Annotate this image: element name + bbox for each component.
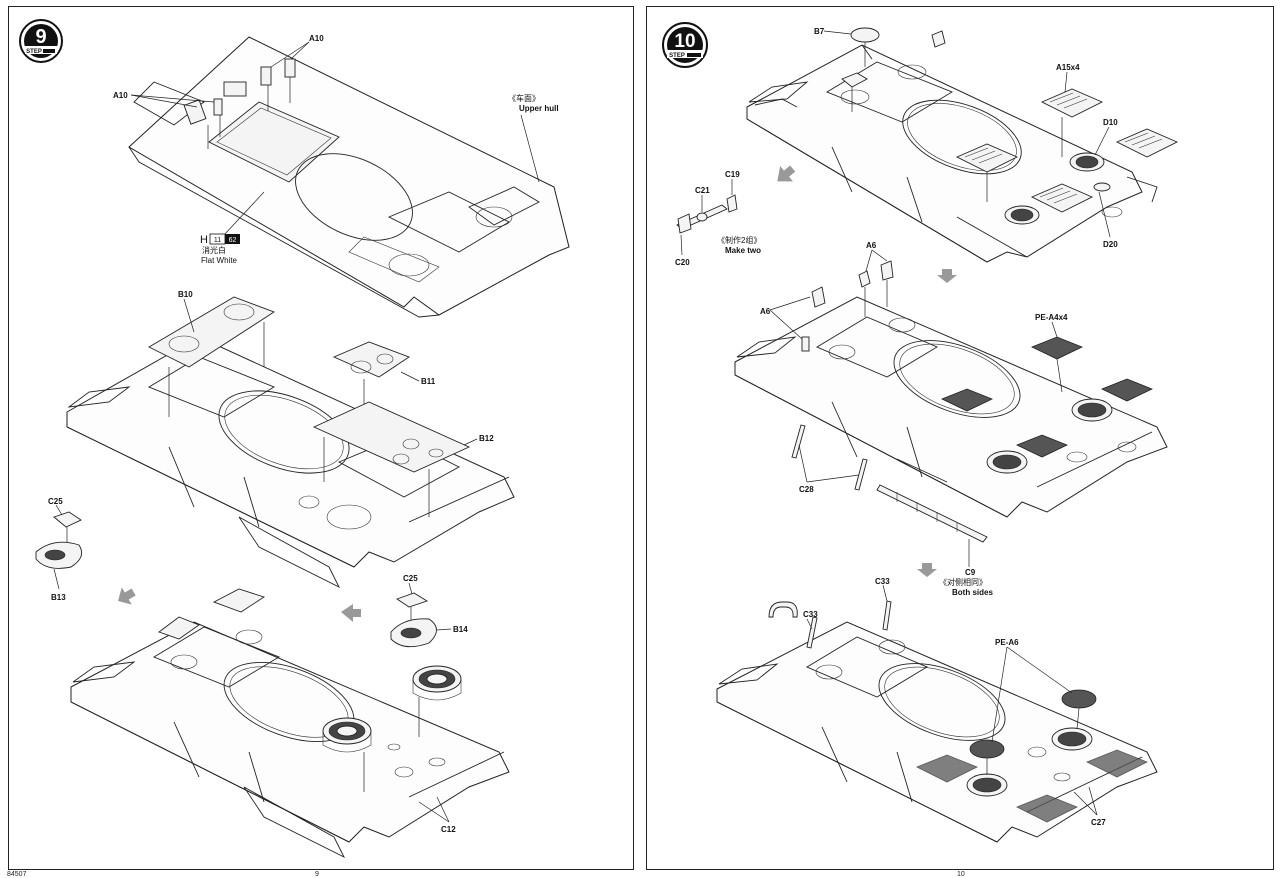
part-b12-engine-deck (312, 401, 471, 517)
vent-grilles-c12 (322, 665, 462, 792)
mesh-screens-pe-a4 (941, 336, 1153, 458)
part-a15x4: A15x4 (1056, 63, 1080, 72)
part-a6-top: A6 (866, 241, 877, 250)
part-b14: B14 (453, 625, 468, 634)
make-two-label-en: Make two (725, 246, 761, 255)
hull-engine-deck-bottom (716, 621, 1158, 843)
step-10-number: 10 (674, 31, 695, 52)
part-a6-left: A6 (760, 307, 771, 316)
part-c20: C20 (675, 258, 690, 267)
parts-c28-rods (791, 424, 868, 491)
part-c25-right: C25 (403, 574, 418, 583)
part-a10-top: A10 (309, 34, 324, 43)
footer-catalog-number: 84507 (7, 871, 27, 878)
step-9-word: STEP (26, 49, 42, 55)
step-10-word: STEP (669, 53, 685, 59)
part-b13: B13 (51, 593, 66, 602)
step-9-badge: 9 STEP (19, 19, 63, 63)
both-sides-label-en: Both sides (952, 588, 993, 597)
paint-name-en: Flat White (201, 256, 238, 265)
page-number-left: 9 (315, 871, 319, 878)
upper-hull-label-en: Upper hull (519, 104, 559, 113)
part-b7-cupola (841, 27, 946, 112)
step-9-drawing: 9 STEP A10 A10 《车面》 Upper hull (19, 19, 570, 859)
fan-housings-d10 (1004, 152, 1123, 225)
instruction-page-step-10: 10 STEP B7 A15x4 (646, 6, 1274, 878)
hull-engine-deck-middle (734, 296, 1168, 518)
paint-code-2: 62 (229, 237, 237, 244)
part-b7: B7 (814, 27, 825, 36)
part-c25-left: C25 (48, 497, 63, 506)
part-d20: D20 (1103, 240, 1118, 249)
both-sides-label-cn: 《对侧相同》 (939, 577, 987, 587)
part-b10: B10 (178, 290, 193, 299)
instruction-page-step-9: 9 STEP A10 A10 《车面》 Upper hull (7, 6, 634, 878)
part-pe-a4x4: PE-A4x4 (1035, 313, 1068, 322)
part-c33-left: C33 (803, 610, 818, 619)
part-c12: C12 (441, 825, 456, 834)
part-c33-top: C33 (875, 577, 890, 586)
subassembly-c25-b13 (35, 511, 83, 569)
part-b12: B12 (479, 434, 494, 443)
part-b10-hatch (148, 296, 275, 417)
mesh-discs-pe-a6 (969, 689, 1097, 775)
part-d10: D10 (1103, 118, 1118, 127)
part-c9-rail (876, 458, 988, 543)
step-9-number: 9 (35, 26, 46, 48)
upper-hull-label-cn: 《车面》 (508, 93, 540, 103)
paint-code-1: 11 (214, 237, 221, 244)
page-number-right: 10 (957, 871, 965, 878)
part-c21: C21 (695, 186, 710, 195)
part-pe-a6: PE-A6 (995, 638, 1019, 647)
step-10-badge: 10 STEP (662, 22, 708, 68)
part-c28: C28 (799, 485, 814, 494)
hull-engine-deck-top (746, 44, 1158, 263)
part-c27: C27 (1091, 818, 1106, 827)
hull-assembly-middle (66, 336, 515, 589)
make-two-label-cn: 《制作2组》 (717, 235, 761, 245)
paint-callout-flat-white: H 11 62 消光白 Flat White (200, 191, 265, 265)
subassembly-c25-b14 (390, 592, 437, 648)
part-c9: C9 (965, 568, 976, 577)
grilles-a15 (955, 88, 1179, 213)
part-b11-plate (332, 341, 410, 407)
subassembly-c19-c20-c21 (676, 194, 738, 234)
part-c19: C19 (725, 170, 740, 179)
parts-a6-top (801, 260, 894, 352)
part-b11: B11 (421, 377, 436, 386)
paint-name-cn: 消光白 (202, 245, 226, 255)
hull-assembly-bottom (70, 588, 510, 859)
part-a10-left: A10 (113, 91, 128, 100)
paint-letter: H (200, 234, 208, 246)
upper-hull-top-view (128, 36, 570, 318)
step-10-drawing: 10 STEP B7 A15x4 (662, 22, 1179, 843)
